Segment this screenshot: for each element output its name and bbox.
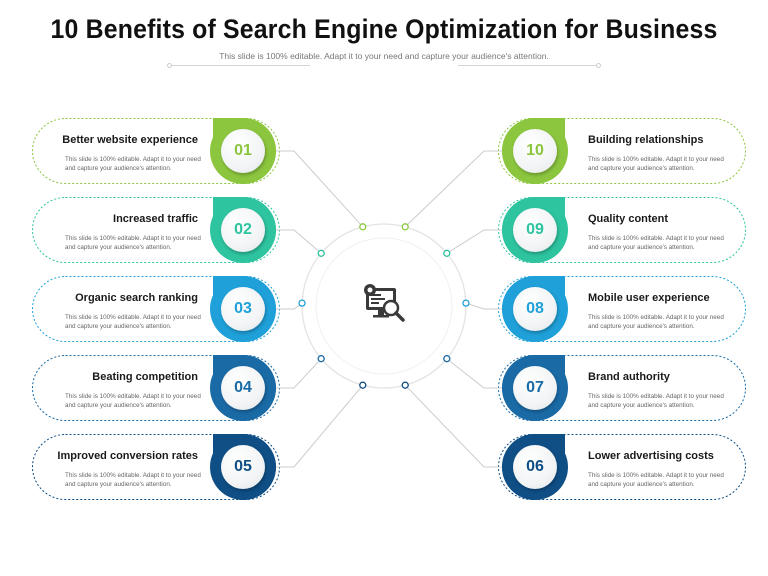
connector-dot <box>443 355 451 363</box>
benefit-number: 06 <box>513 445 557 489</box>
benefit-description: This slide is 100% editable. Adapt it to… <box>65 235 201 251</box>
benefit-title: Quality content <box>588 213 669 225</box>
seo-search-monitor-icon <box>358 280 408 330</box>
benefit-number: 04 <box>221 366 265 410</box>
benefit-number: 03 <box>221 287 265 331</box>
benefit-title: Lower advertising costs <box>588 450 714 462</box>
benefit-description: This slide is 100% editable. Adapt it to… <box>588 156 724 172</box>
connector-line <box>404 150 502 228</box>
connector-line <box>276 384 364 468</box>
benefit-number: 08 <box>513 287 557 331</box>
benefit-number: 10 <box>513 129 557 173</box>
page-subtitle: This slide is 100% editable. Adapt it to… <box>219 51 549 61</box>
connector-line <box>276 150 364 228</box>
connector-dot <box>443 249 451 257</box>
benefit-title: Better website experience <box>62 134 198 146</box>
benefit-description: This slide is 100% editable. Adapt it to… <box>65 393 201 409</box>
benefit-description: This slide is 100% editable. Adapt it to… <box>65 156 201 172</box>
benefit-title: Mobile user experience <box>588 292 710 304</box>
benefit-title: Brand authority <box>588 371 670 383</box>
connector-dot <box>317 355 325 363</box>
divider-dot <box>596 63 601 68</box>
connector-line <box>404 384 502 468</box>
center-inner-ring <box>315 237 453 375</box>
benefit-number: 09 <box>513 208 557 252</box>
benefit-number: 07 <box>513 366 557 410</box>
benefit-description: This slide is 100% editable. Adapt it to… <box>588 314 724 330</box>
connector-dot <box>401 223 409 231</box>
benefit-description: This slide is 100% editable. Adapt it to… <box>588 235 724 251</box>
divider-dot <box>167 63 172 68</box>
benefit-number: 05 <box>221 445 265 489</box>
benefit-description: This slide is 100% editable. Adapt it to… <box>65 314 201 330</box>
divider-right <box>458 65 598 66</box>
connector-dot <box>401 381 409 389</box>
benefit-title: Organic search ranking <box>75 292 198 304</box>
benefit-description: This slide is 100% editable. Adapt it to… <box>588 393 724 409</box>
divider-left <box>170 65 310 66</box>
connector-dot <box>317 249 325 257</box>
connector-dot <box>462 299 470 307</box>
benefit-title: Improved conversion rates <box>57 450 198 462</box>
connector-line <box>465 302 502 310</box>
connector-dot <box>359 223 367 231</box>
benefit-description: This slide is 100% editable. Adapt it to… <box>65 472 201 488</box>
benefit-title: Beating competition <box>92 371 198 383</box>
page-title: 10 Benefits of Search Engine Optimizatio… <box>50 14 718 44</box>
connector-line <box>276 358 322 389</box>
benefit-description: This slide is 100% editable. Adapt it to… <box>588 472 724 488</box>
connector-line <box>446 358 502 389</box>
connector-line <box>446 229 502 254</box>
connector-dot <box>359 381 367 389</box>
connector-dot <box>298 299 306 307</box>
connector-line <box>276 229 322 254</box>
benefit-number: 01 <box>221 129 265 173</box>
benefit-title: Building relationships <box>588 134 704 146</box>
benefit-number: 02 <box>221 208 265 252</box>
benefit-title: Increased traffic <box>113 213 198 225</box>
